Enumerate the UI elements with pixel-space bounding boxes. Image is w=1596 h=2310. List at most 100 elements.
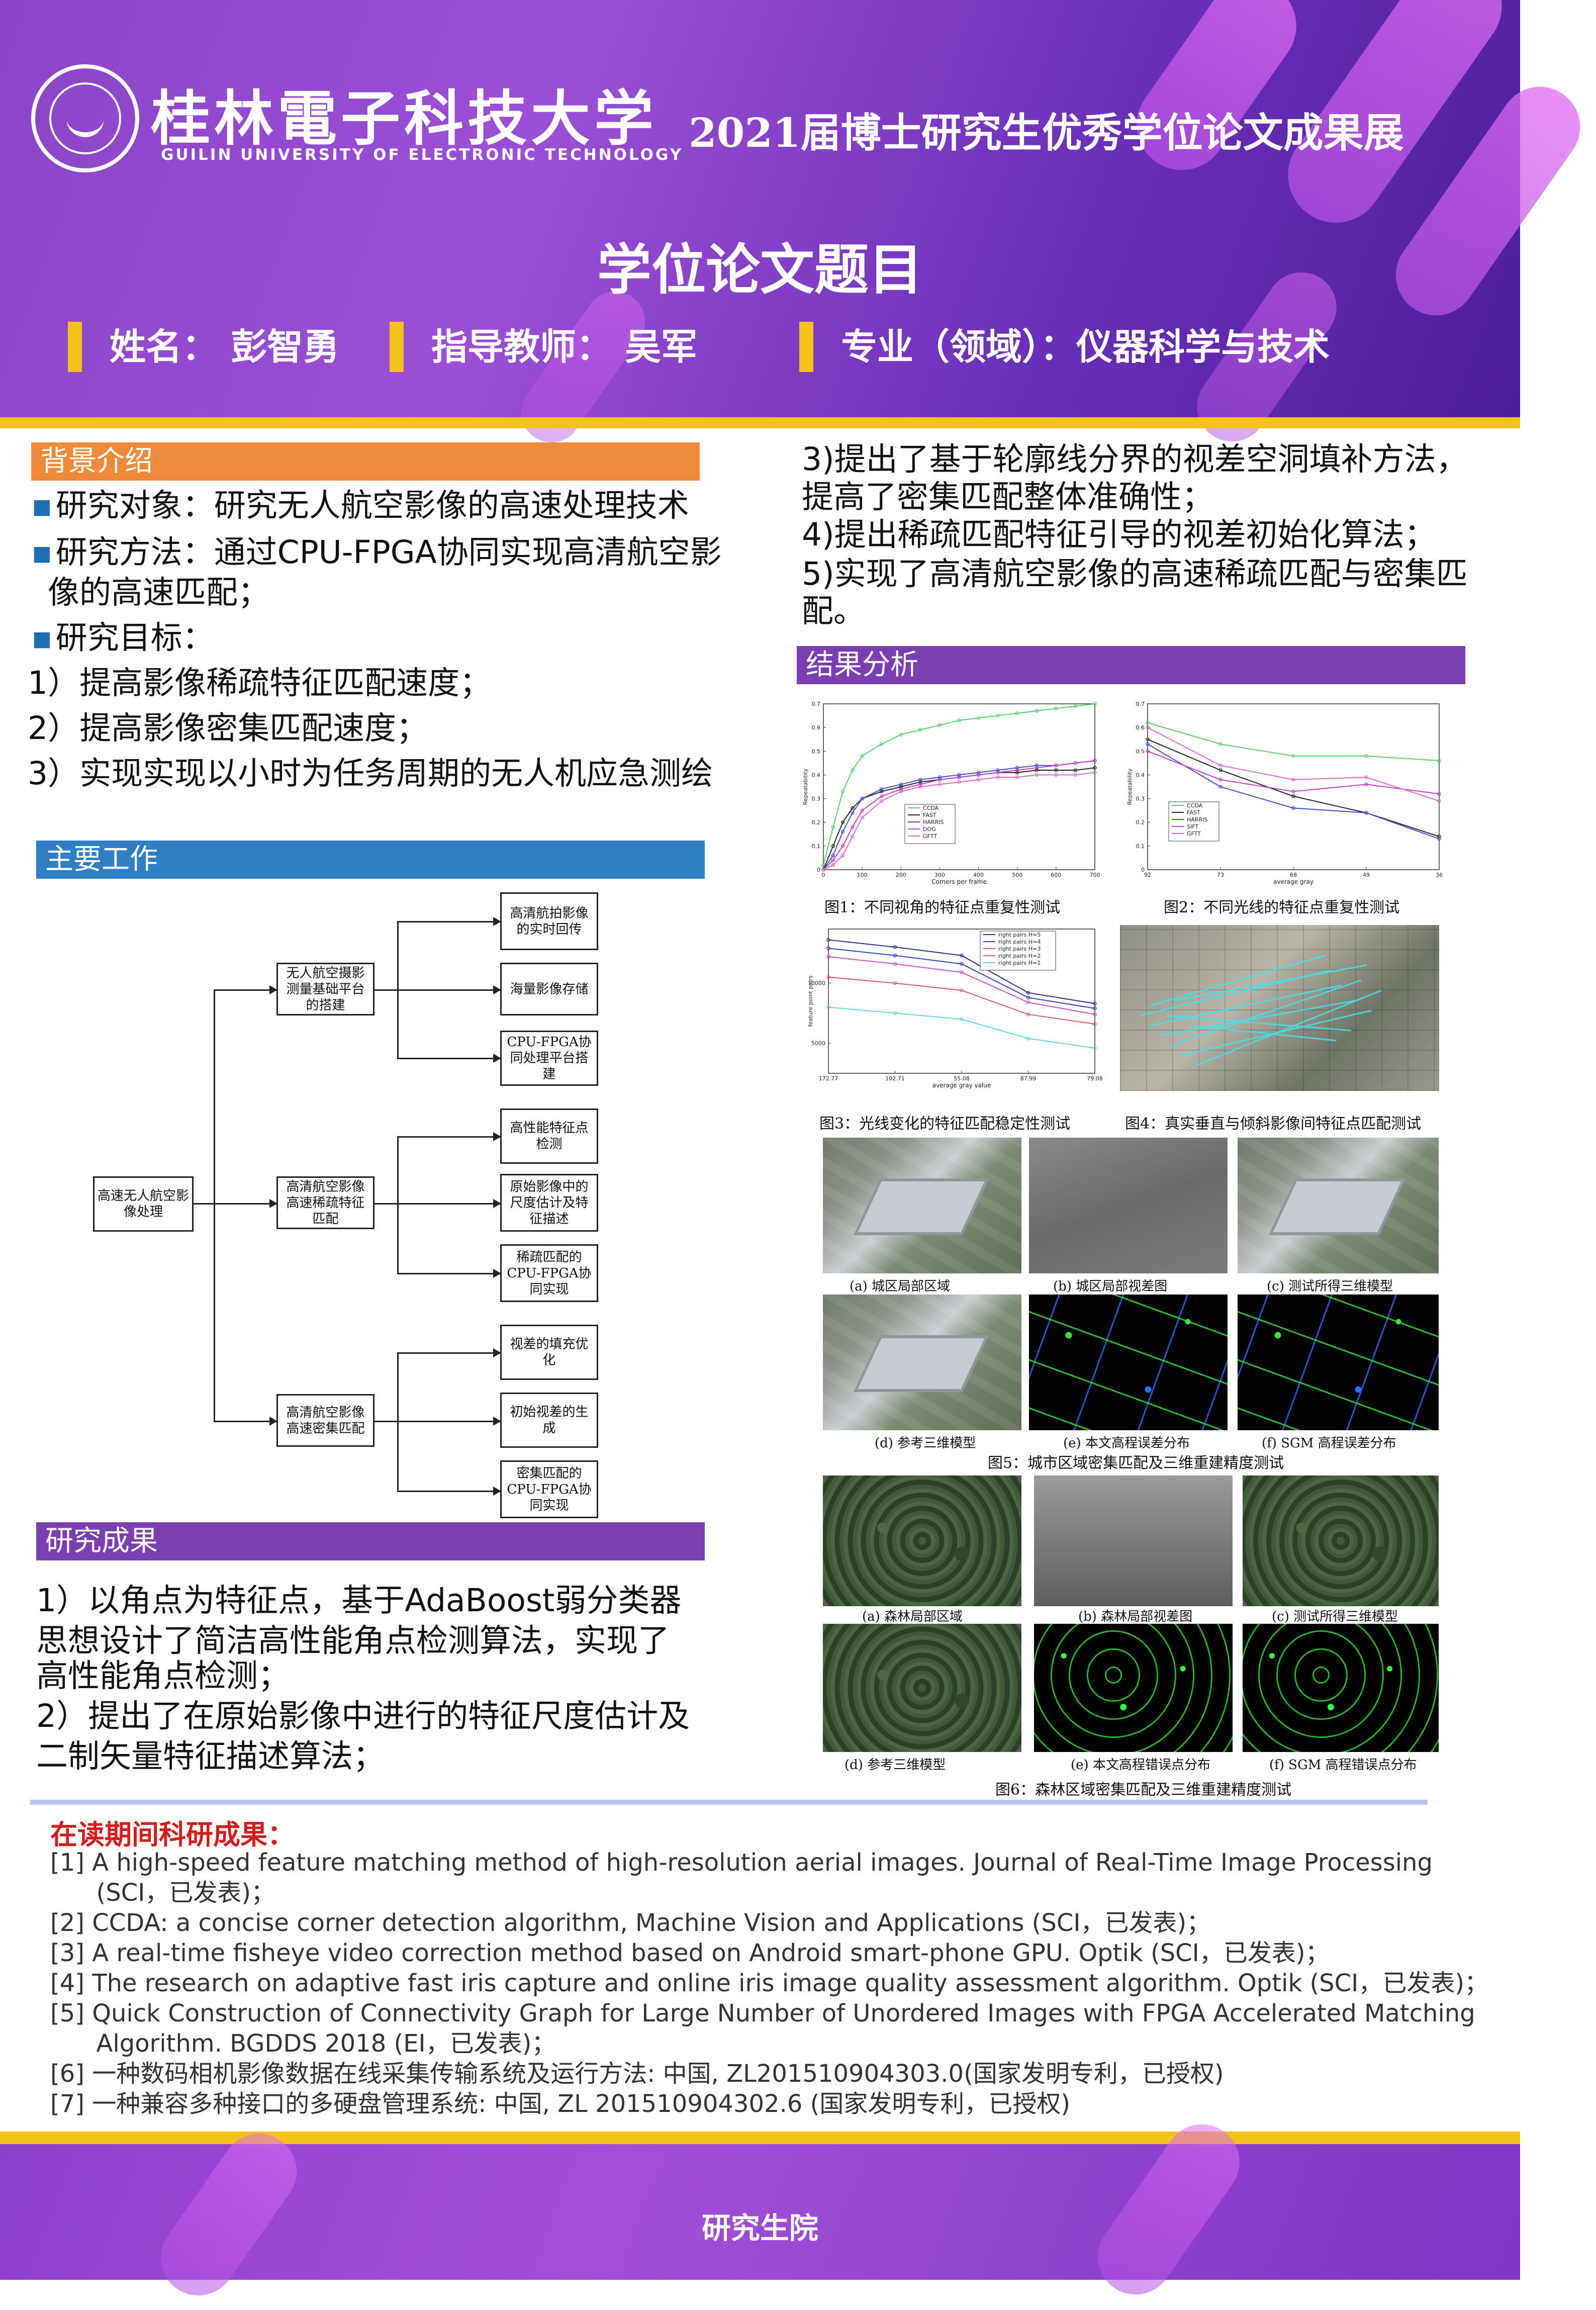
x-tick-label: 172.77 — [819, 1075, 838, 1082]
figure-6-panel-label: (e) 本文高程错误点分布 — [1071, 1758, 1210, 1773]
x-tick-label: 36 — [1436, 872, 1443, 878]
background-line: 2）提高影像密集匹配速度； — [28, 710, 428, 747]
figure-6-panel-label: (f) SGM 高程错误点分布 — [1269, 1758, 1417, 1773]
footer-banner — [0, 2109, 1520, 2310]
results-line-right: 5)实现了高清航空影像的高速稀疏匹配与密集匹 — [802, 556, 1468, 592]
section-background-title: 背景介绍 — [31, 442, 700, 481]
results-line-right: 配。 — [802, 593, 865, 629]
series-line — [1147, 727, 1440, 802]
legend-box — [904, 804, 956, 844]
results-line: 高性能角点检测； — [36, 1657, 290, 1694]
flow-leaf: 视差的填充优化 — [500, 1325, 598, 1380]
data-point — [840, 844, 845, 848]
data-point — [1054, 706, 1058, 711]
data-point — [960, 970, 964, 974]
data-point — [937, 723, 942, 727]
figure-6-panel-label: (d) 参考三维模型 — [844, 1758, 946, 1773]
data-point — [1291, 754, 1295, 758]
thesis-title: 学位论文题目 — [597, 239, 923, 302]
x-tick-label: 100 — [857, 872, 868, 878]
y-tick-label: 0.1 — [1136, 843, 1145, 850]
legend-label: right pairs H=2 — [998, 953, 1041, 959]
data-point — [1073, 761, 1078, 765]
data-point — [1073, 768, 1078, 772]
data-point — [1026, 1036, 1030, 1041]
x-tick-label: 92 — [1144, 872, 1151, 878]
y-tick-label: 0.7 — [1136, 701, 1145, 707]
y-tick-label: 0.1 — [812, 843, 821, 850]
legend-box — [980, 931, 1056, 971]
results-line: 1）以角点为特征点，基于AdaBoost弱分类器 — [36, 1582, 682, 1619]
student-name: 姓名： 彭智勇 — [68, 322, 339, 372]
series-line — [828, 976, 1095, 1025]
background-line: 研究目标： — [31, 616, 214, 660]
flow-leaf: 高清航拍影像的实时回传 — [500, 892, 598, 950]
data-point — [1035, 709, 1039, 713]
figure-5c-image — [1238, 1138, 1439, 1273]
data-point — [1015, 771, 1019, 775]
data-point — [918, 780, 922, 784]
data-point — [1364, 782, 1368, 786]
data-point — [893, 981, 897, 985]
data-point — [860, 808, 864, 812]
data-point — [976, 716, 981, 720]
series-line — [828, 956, 1095, 1015]
data-point — [960, 1017, 964, 1022]
data-point — [893, 945, 897, 949]
data-point — [826, 975, 830, 979]
series-line — [828, 939, 1095, 1004]
data-point — [880, 742, 884, 746]
data-point — [996, 775, 1000, 779]
flow-leaf: 原始影像中的尺度估计及特征描述 — [500, 1174, 598, 1232]
x-tick-label: 0 — [822, 872, 825, 878]
figure-6-panel-label: (c) 测试所得三维模型 — [1272, 1609, 1398, 1624]
data-point — [826, 1005, 830, 1009]
figure-5-panel-label: (b) 城区局部视差图 — [1053, 1279, 1168, 1294]
data-point — [1026, 995, 1030, 999]
legend-label: right pairs H=4 — [998, 939, 1041, 945]
y-tick-label: 0.6 — [1136, 724, 1145, 731]
x-axis-label: average gray value — [932, 1082, 991, 1089]
data-point — [1437, 759, 1441, 763]
publication-item: [5] Quick Construction of Connectivity G… — [50, 1999, 1475, 2027]
background-line: 1）提高影像稀疏特征匹配速度； — [28, 665, 492, 701]
series-line — [823, 760, 1095, 870]
data-point — [960, 962, 964, 966]
x-tick-label: 79.08 — [1087, 1075, 1103, 1082]
data-point — [840, 829, 845, 834]
series-line — [828, 948, 1095, 1009]
flow-branch: 高清航空影像高速稀疏特征匹配 — [276, 1176, 374, 1229]
data-point — [860, 754, 864, 758]
y-axis-label: Repeatability — [802, 768, 809, 805]
y-tick-label: 10000 — [808, 980, 825, 987]
data-point — [1093, 1001, 1097, 1005]
figure-5-caption: 图5：城市区域密集匹配及三维重建精度测试 — [988, 1454, 1284, 1472]
x-tick-label: 102.71 — [885, 1075, 905, 1082]
data-point — [899, 732, 903, 736]
figure-6b-image — [1034, 1475, 1233, 1606]
figure-5-panel-label: (e) 本文高程误差分布 — [1063, 1436, 1190, 1451]
data-point — [1054, 763, 1058, 768]
major-field: 专业（领域）：仪器科学与技术 — [799, 322, 1330, 372]
flow-root: 高速无人航空影像处理 — [93, 1176, 194, 1232]
section-main-work-title: 主要工作 — [36, 841, 705, 879]
figure-5a-image — [823, 1138, 1021, 1273]
x-tick-label: 55.08 — [954, 1075, 970, 1082]
data-point — [1026, 1000, 1030, 1004]
data-point — [1035, 768, 1039, 772]
figure-5f-image — [1238, 1295, 1439, 1430]
y-axis-label: Repeatability — [1126, 768, 1133, 805]
series-line — [823, 772, 1095, 870]
data-point — [893, 1011, 897, 1015]
plot-frame — [823, 703, 1095, 870]
publication-item: [7] 一种兼容多种接口的多硬盘管理系统: 中国, ZL 20151090430… — [50, 2090, 1071, 2118]
data-point — [996, 771, 1000, 775]
data-point — [1218, 742, 1223, 746]
data-point — [831, 854, 835, 858]
figure-6f-image — [1243, 1624, 1439, 1752]
data-point — [851, 806, 855, 810]
results-line: 思想设计了简洁高性能角点检测算法，实现了 — [36, 1622, 670, 1659]
figure-5-panel-label: (a) 城区局部区域 — [850, 1279, 951, 1294]
flow-leaf: CPU-FPGA协同处理平台搭建 — [500, 1031, 598, 1086]
